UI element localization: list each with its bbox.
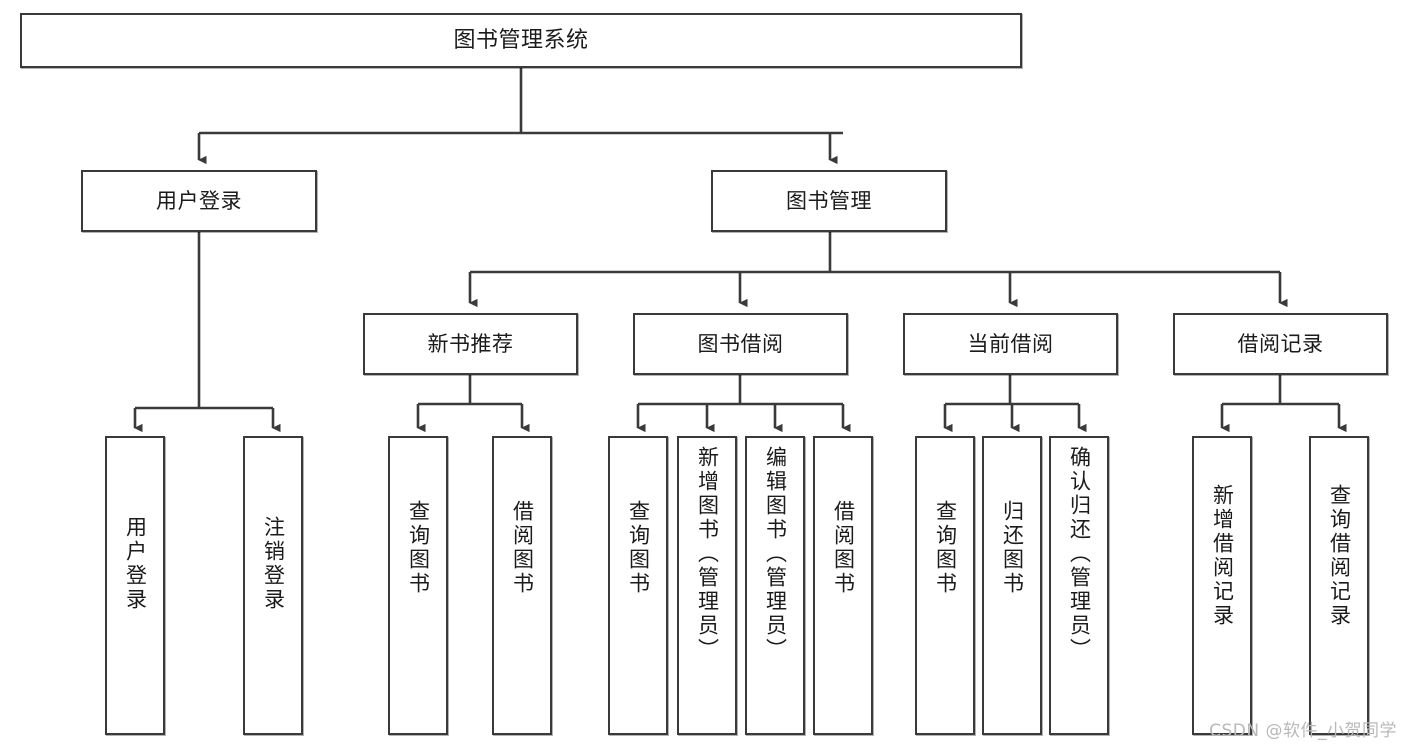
node-book-management[interactable]: 图书管理 — [711, 170, 947, 232]
node-label: 查询借阅记录 — [1327, 484, 1352, 628]
node-label: 图书管理 — [786, 188, 872, 213]
node-new-book-recommend[interactable]: 新书推荐 — [363, 313, 578, 375]
leaf-current-borrow-return-book[interactable]: 归还图书 — [982, 436, 1042, 735]
node-label: 归还图书 — [1000, 500, 1025, 596]
leaf-book-borrow-borrow-book[interactable]: 借阅图书 — [813, 436, 873, 735]
watermark-csdn: CSDN @软件_小贺同学 — [1209, 721, 1397, 741]
node-label: 新书推荐 — [427, 331, 514, 356]
node-label: 用户登录 — [123, 516, 148, 612]
node-label: 查询图书 — [933, 500, 958, 596]
node-label: 用户登录 — [156, 188, 242, 213]
node-label: 编辑图书（管理员） — [763, 446, 788, 662]
leaf-new-book-query-book[interactable]: 查询图书 — [388, 436, 448, 735]
node-borrow-record[interactable]: 借阅记录 — [1173, 313, 1388, 375]
leaf-borrow-record-query-record[interactable]: 查询借阅记录 — [1309, 436, 1369, 735]
node-book-borrow[interactable]: 图书借阅 — [633, 313, 848, 375]
leaf-book-borrow-add-book-admin[interactable]: 新增图书（管理员） — [677, 436, 737, 735]
node-user-login[interactable]: 用户登录 — [81, 170, 317, 232]
leaf-user-login-login[interactable]: 用户登录 — [105, 436, 165, 735]
node-label: 注销登录 — [261, 516, 286, 612]
node-label: 借阅图书 — [831, 500, 856, 596]
leaf-current-borrow-query-book[interactable]: 查询图书 — [915, 436, 975, 735]
leaf-new-book-borrow-book[interactable]: 借阅图书 — [492, 436, 552, 735]
node-label: 确认归还（管理员） — [1067, 446, 1092, 662]
node-label: 借阅图书 — [510, 500, 535, 596]
node-current-borrow[interactable]: 当前借阅 — [903, 313, 1118, 375]
leaf-book-borrow-edit-book-admin[interactable]: 编辑图书（管理员） — [745, 436, 805, 735]
node-label: 图书管理系统 — [453, 27, 589, 53]
leaf-book-borrow-query-book[interactable]: 查询图书 — [608, 436, 668, 735]
leaf-borrow-record-add-record[interactable]: 新增借阅记录 — [1192, 436, 1252, 735]
node-label: 查询图书 — [626, 500, 651, 596]
node-label: 新增借阅记录 — [1210, 484, 1235, 628]
leaf-current-borrow-confirm-return-admin[interactable]: 确认归还（管理员） — [1049, 436, 1109, 735]
node-root-book-management-system[interactable]: 图书管理系统 — [20, 13, 1022, 68]
leaf-user-login-logout[interactable]: 注销登录 — [243, 436, 303, 735]
node-label: 图书借阅 — [697, 331, 784, 356]
node-label: 新增图书（管理员） — [695, 446, 720, 662]
node-label: 查询图书 — [406, 500, 431, 596]
node-label: 借阅记录 — [1237, 331, 1324, 356]
node-label: 当前借阅 — [967, 331, 1054, 356]
